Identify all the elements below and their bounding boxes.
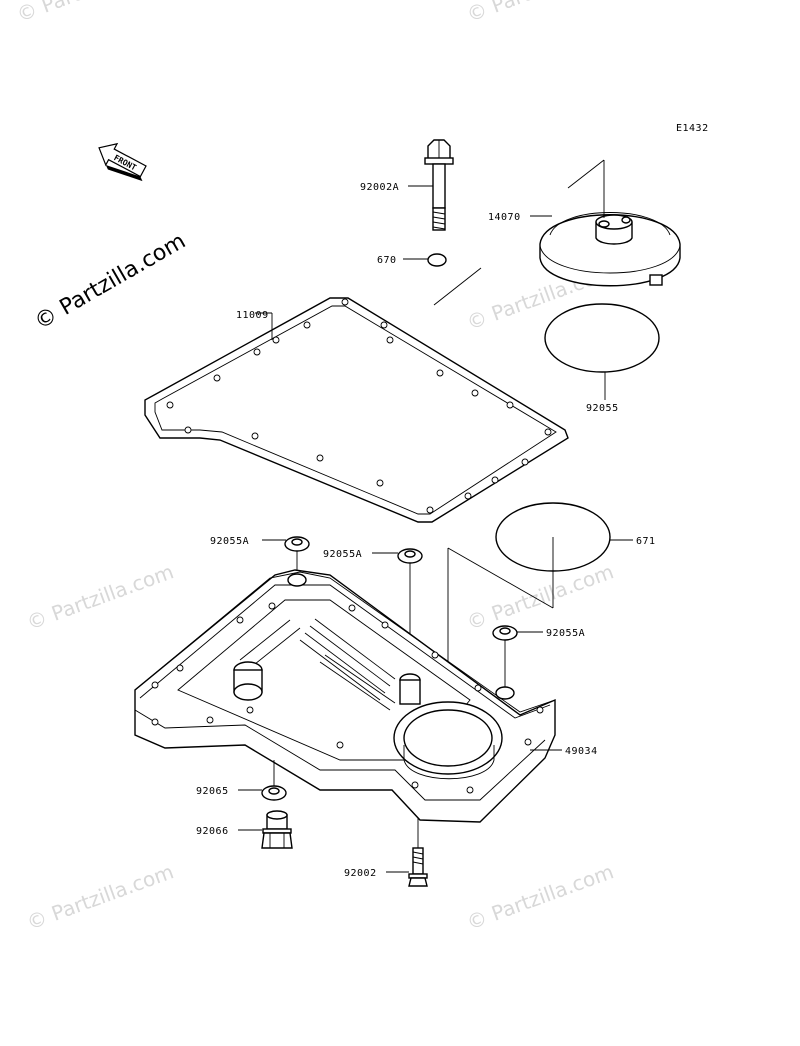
bolt-92002 [408, 847, 428, 887]
washer-92055a-2 [397, 548, 423, 564]
watermark: © Partzilla.com [464, 0, 617, 27]
front-arrow-icon: FRONT [98, 142, 147, 182]
oil-filter-cover-14070 [539, 212, 681, 287]
part-label-14070: 14070 [488, 212, 521, 223]
part-label-11009: 11009 [236, 310, 269, 321]
part-label-92055a-3: 92055A [546, 628, 585, 639]
washer-92055a-3 [492, 625, 518, 641]
watermark: © Partzilla.com [14, 0, 167, 27]
washer-92055a-1 [284, 536, 310, 552]
o-ring-670 [427, 253, 447, 267]
oil-pan-49034 [134, 569, 556, 823]
part-label-92055a-1: 92055A [210, 536, 249, 547]
watermark: © Partzilla.com [24, 859, 177, 934]
watermark: © Partzilla.com [24, 559, 177, 634]
drain-plug-92066 [261, 810, 293, 849]
part-label-92002a: 92002A [360, 182, 399, 193]
part-label-92002: 92002 [344, 868, 377, 879]
part-label-49034: 49034 [565, 746, 598, 757]
diagram-code: E1432 [676, 123, 709, 134]
gasket-11009 [144, 297, 569, 523]
part-label-92055: 92055 [586, 403, 619, 414]
watermark-main: © Partzilla.com [31, 229, 191, 336]
part-label-92065: 92065 [196, 786, 229, 797]
bolt-92002a [424, 139, 454, 231]
part-label-671: 671 [636, 536, 656, 547]
washer-92065 [261, 785, 287, 801]
part-label-670: 670 [377, 255, 397, 266]
part-label-92055a-2: 92055A [323, 549, 362, 560]
part-label-92066: 92066 [196, 826, 229, 837]
o-ring-92055 [544, 303, 660, 373]
watermark: © Partzilla.com [464, 859, 617, 934]
